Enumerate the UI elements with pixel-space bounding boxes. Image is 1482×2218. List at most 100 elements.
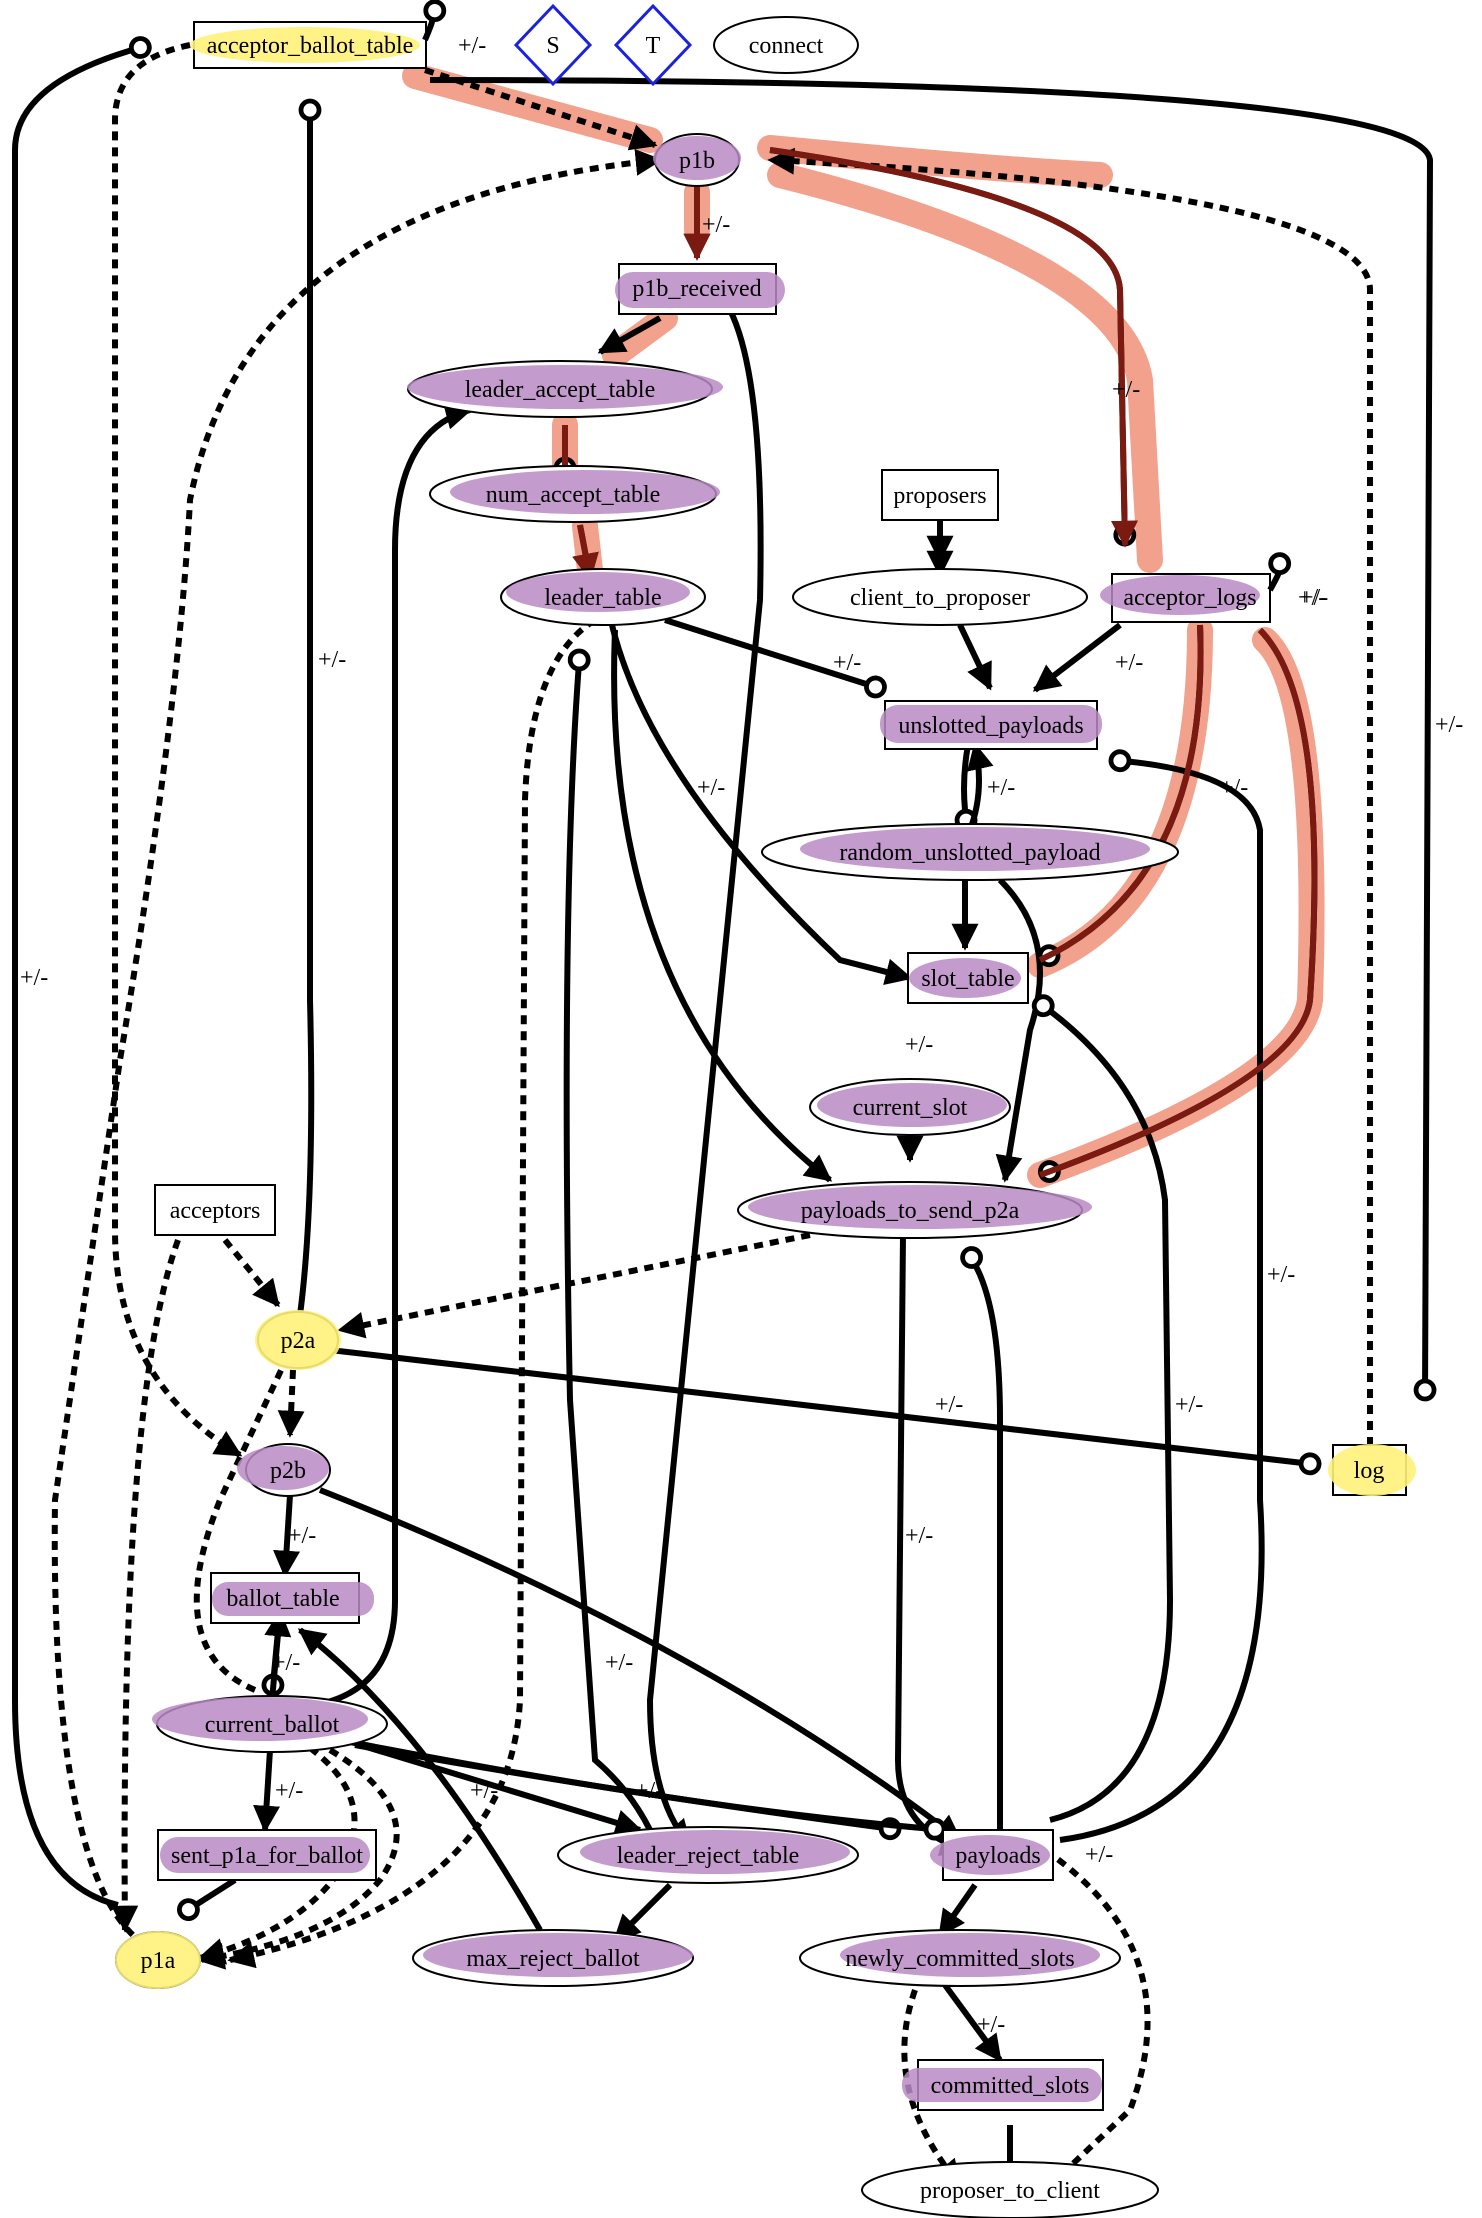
node-connect: connect [713, 16, 859, 74]
node-p1b-received: p1b_received [615, 263, 785, 315]
edge [197, 1745, 358, 1965]
edge [957, 623, 993, 691]
edge-label: +/- [833, 650, 861, 676]
node-label: client_to_proposer [850, 585, 1030, 611]
edge-label: +/- [1298, 585, 1326, 611]
edge [1032, 622, 1122, 693]
node-payloads: payloads [930, 1829, 1054, 1881]
edge [111, 1238, 181, 1933]
node-client-to-proposer: client_to_proposer [792, 568, 1088, 626]
edge-label: +/- [275, 1778, 303, 1804]
node-label: acceptor_logs [1123, 585, 1256, 611]
edge [227, 617, 597, 1969]
edge [264, 1609, 292, 1701]
edge [329, 1347, 1322, 1476]
node-committed-slots: committed_slots [902, 2059, 1104, 2111]
edge [995, 877, 1043, 1183]
edge-labels: +/- +/- +/- +/- +/- +/- +/- +/- +/- +/- … [20, 33, 1463, 2038]
node-label: payloads [955, 1843, 1040, 1869]
edge [253, 1749, 280, 1833]
edge-label: +/- [635, 1778, 663, 1804]
edge [337, 1232, 811, 1339]
node-label: T [646, 33, 661, 59]
edge [1267, 552, 1292, 592]
edge-label: +/- [272, 1650, 300, 1676]
node-label: proposer_to_client [920, 2178, 1100, 2204]
node-p2b: p2b [237, 1443, 331, 1497]
edge [942, 1983, 1003, 2063]
node-label: ballot_table [226, 1586, 339, 1612]
edge [429, 77, 1437, 1402]
edge [197, 1747, 400, 1970]
node-log: log [1328, 1444, 1416, 1496]
edge-label: +/- [605, 1650, 633, 1676]
node-acceptor-logs: acceptor_logs [1100, 573, 1271, 623]
edge-label: +/- [977, 2012, 1005, 2038]
edge [349, 1739, 947, 1841]
edge [646, 308, 764, 1848]
edge [193, 1327, 303, 1693]
edge-label: +/- [288, 1523, 316, 1549]
edge [937, 1883, 978, 1938]
node-s: S [513, 3, 593, 87]
node-label: acceptors [170, 1198, 261, 1224]
node-proposer-to-client: proposer_to_client [861, 2161, 1159, 2218]
edge [612, 1882, 673, 1943]
node-label: leader_reject_table [617, 1843, 800, 1869]
highlighted-edges [562, 147, 1318, 1178]
node-proposers: proposers [881, 469, 999, 521]
edge [609, 624, 913, 986]
node-newly-committed-slots: newly_committed_slots [799, 1929, 1121, 1987]
edge [318, 1487, 963, 1843]
edge-label: +/- [702, 212, 730, 238]
edge [424, 67, 658, 151]
node-label: connect [749, 33, 824, 59]
edge-label: +/- [318, 647, 346, 673]
node-label: p1a [141, 1948, 176, 1974]
edge [222, 1238, 281, 1308]
node-label: current_slot [853, 1095, 968, 1121]
node-unslotted-payloads: unslotted_payloads [880, 700, 1102, 750]
node-payloads-to-send-p2a: payloads_to_send_p2a [737, 1181, 1092, 1239]
edge [359, 1742, 643, 1836]
node-label: log [1354, 1458, 1385, 1484]
edge [297, 98, 322, 1316]
node-label: leader_table [544, 585, 661, 611]
node-label: slot_table [921, 966, 1014, 992]
node-num-accept-table: num_accept_table [429, 465, 720, 523]
edge [664, 617, 887, 699]
edge [1059, 749, 1265, 1843]
node-label: unslotted_payloads [898, 713, 1083, 739]
edge-label: +/- [905, 1523, 933, 1549]
node-leader-reject-table: leader_reject_table [557, 1826, 859, 1884]
edge-label: +/- [20, 965, 48, 991]
node-label: p1b_received [632, 276, 761, 302]
edge [51, 148, 663, 1948]
node-p1a: p1a [115, 1931, 201, 1989]
node-acceptors: acceptors [154, 1184, 276, 1236]
node-max-reject-ballot: max_reject_ballot [412, 1929, 694, 1987]
node-p1b: p1b [653, 133, 741, 187]
node-random-unslotted-payload: random_unslotted_payload [761, 823, 1179, 881]
node-current-slot: current_slot [809, 1078, 1011, 1136]
node-label: newly_committed_slots [845, 1946, 1074, 1972]
edge-label: +/- [935, 1392, 963, 1418]
nodes: acceptor_ballot_table S T connect p1b p1… [115, 3, 1416, 2218]
edge-label: +/- [458, 33, 486, 59]
edge [112, 42, 243, 1458]
edge-label: +/- [1267, 1262, 1295, 1288]
edge-label: +/- [987, 775, 1015, 801]
edge [563, 648, 653, 1832]
edge-label: +/- [1115, 650, 1143, 676]
edge [1042, 1847, 1151, 2193]
edge [960, 1246, 1003, 1845]
node-label: leader_accept_table [465, 377, 656, 403]
edge-label: +/- [905, 1032, 933, 1058]
node-ballot-table: ballot_table [210, 1572, 374, 1624]
node-label: sent_p1a_for_ballot [171, 1843, 363, 1869]
edge [277, 1369, 305, 1438]
highlight-stroke [757, 135, 1113, 188]
edge-label: +/- [1300, 585, 1328, 611]
node-label: p2a [281, 1328, 316, 1354]
